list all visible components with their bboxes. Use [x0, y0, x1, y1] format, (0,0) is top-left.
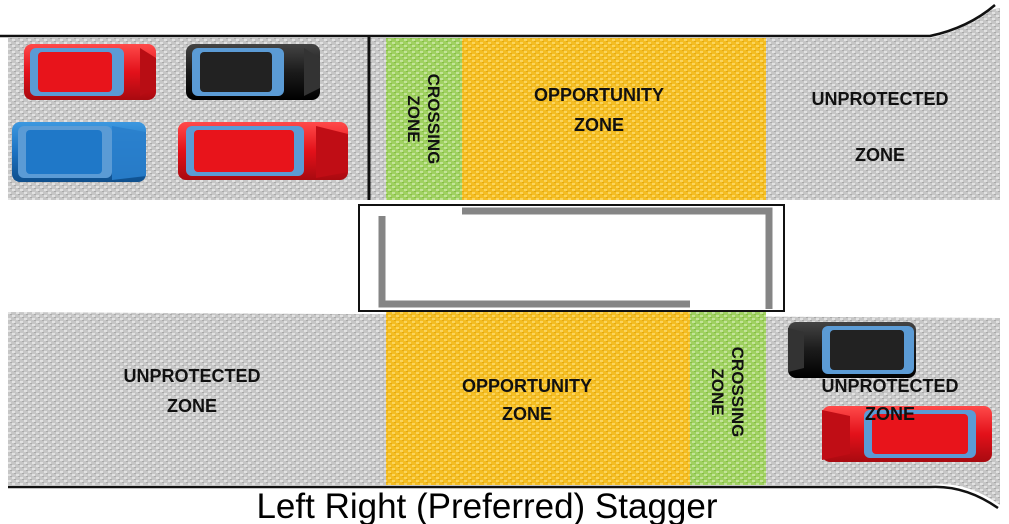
car-black-bottom-right — [788, 322, 916, 378]
car-blue-top-left — [12, 122, 146, 182]
bottom-unprotected-left-label-line2: ZONE — [167, 396, 217, 416]
top-opportunity-zone — [462, 38, 766, 200]
top-opportunity-zone-label-line2: ZONE — [574, 115, 624, 135]
bottom-unprotected-left-label-line1: UNPROTECTED — [123, 366, 260, 386]
bottom-crossing-zone — [690, 312, 766, 485]
diagram-caption: Left Right (Preferred) Stagger — [256, 487, 717, 524]
island-outline — [358, 204, 785, 312]
staggered-island — [358, 204, 785, 312]
bottom-road — [8, 312, 1000, 510]
island-guard-rail — [378, 207, 773, 309]
parked-cars — [12, 44, 992, 462]
top-crossing-zone-label: CROSSINGZONE — [404, 74, 443, 165]
car-red-top-left — [24, 44, 156, 100]
car-black-top — [186, 44, 320, 100]
zone-labels: CROSSINGZONE OPPORTUNITY ZONE UNPROTECTE… — [123, 74, 958, 438]
top-unprotected-zone-label-line2: ZONE — [855, 145, 905, 165]
top-unprotected-zone-label-line1: UNPROTECTED — [811, 89, 948, 109]
bottom-opportunity-zone — [386, 312, 690, 485]
top-crossing-zone — [386, 38, 462, 200]
bottom-opportunity-zone-label-line1: OPPORTUNITY — [462, 376, 592, 396]
bottom-unprotected-right-label-line1: UNPROTECTED — [821, 376, 958, 396]
car-red-bottom-right — [822, 406, 992, 462]
bottom-unprotected-right-label-line2: ZONE — [865, 404, 915, 424]
car-red-top-right — [178, 122, 348, 180]
top-road-kerb — [0, 4, 996, 38]
bottom-opportunity-zone-label-line2: ZONE — [502, 404, 552, 424]
bottom-crossing-zone-label: CROSSINGZONE — [708, 347, 747, 438]
bottom-road-kerb — [8, 485, 999, 510]
top-opportunity-zone-label-line1: OPPORTUNITY — [534, 85, 664, 105]
